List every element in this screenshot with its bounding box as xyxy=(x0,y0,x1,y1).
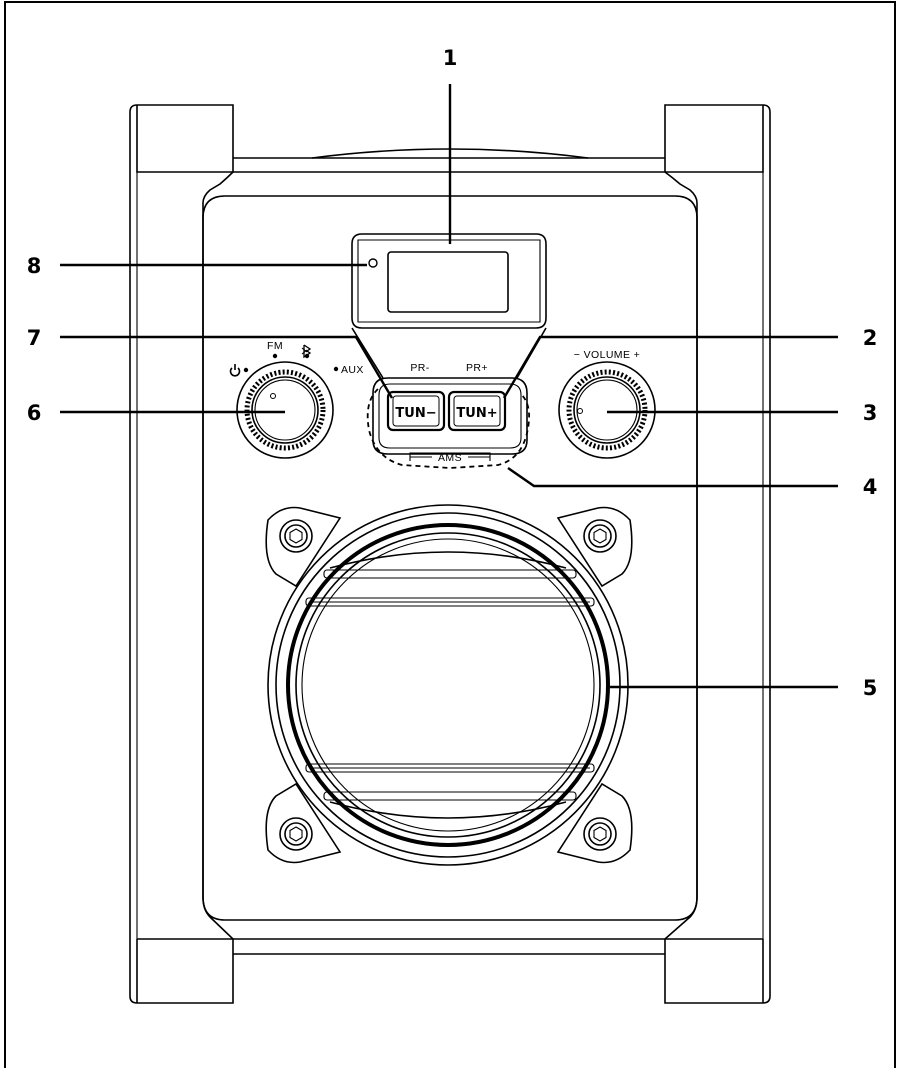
page-frame xyxy=(4,1,896,1068)
mode-dial-pointer xyxy=(270,393,276,399)
callout-1: 1 xyxy=(443,46,458,70)
callout-3: 3 xyxy=(863,401,878,425)
mode-dial-labels: FM AUX xyxy=(229,340,364,377)
callout-5: 5 xyxy=(863,676,878,700)
callout-6: 6 xyxy=(27,401,42,425)
callout-numbers: 1 2 3 4 5 6 7 8 xyxy=(27,46,878,700)
tun-plus-button[interactable] xyxy=(447,390,507,432)
bluetooth-icon xyxy=(301,344,312,359)
tun-minus-button[interactable] xyxy=(386,390,446,432)
ams-label: AMS xyxy=(438,452,462,464)
volume-dial[interactable] xyxy=(558,361,656,459)
tuning-button-panel: PR- PR+ TUN− TUN+ AMS xyxy=(366,362,531,469)
leader-lines xyxy=(60,84,838,689)
volume-dial-pointer xyxy=(577,408,583,414)
callout-7: 7 xyxy=(27,326,42,350)
tun-plus-button-inner xyxy=(453,395,501,427)
grille-mount-top-right xyxy=(556,506,633,588)
callout-2: 2 xyxy=(863,326,878,350)
mode-dial[interactable] xyxy=(236,361,334,459)
pr-plus-label: PR+ xyxy=(466,362,488,374)
leader-4 xyxy=(507,467,838,488)
leader-2 xyxy=(502,335,838,399)
grille-mount-top-left xyxy=(265,506,342,588)
tun-minus-label: TUN− xyxy=(395,406,436,421)
callout-4: 4 xyxy=(863,475,878,499)
indicator-led xyxy=(368,258,378,268)
leader-7 xyxy=(60,335,394,399)
display-housing xyxy=(351,233,547,379)
tun-plus-label: TUN+ xyxy=(456,406,497,421)
power-icon xyxy=(229,364,241,377)
speaker-grille xyxy=(265,504,633,866)
fm-label: FM xyxy=(267,340,283,352)
volume-label: − VOLUME + xyxy=(574,349,640,361)
grille-mount-bottom-left xyxy=(265,782,342,864)
pr-minus-label: PR- xyxy=(410,362,429,374)
lcd-screen xyxy=(387,251,509,313)
aux-label: AUX xyxy=(341,364,364,376)
ams-region xyxy=(366,388,531,469)
tun-minus-button-inner xyxy=(392,395,440,427)
callout-8: 8 xyxy=(27,254,42,278)
speaker-body xyxy=(129,104,771,1004)
grille-mount-bottom-right xyxy=(556,782,633,864)
